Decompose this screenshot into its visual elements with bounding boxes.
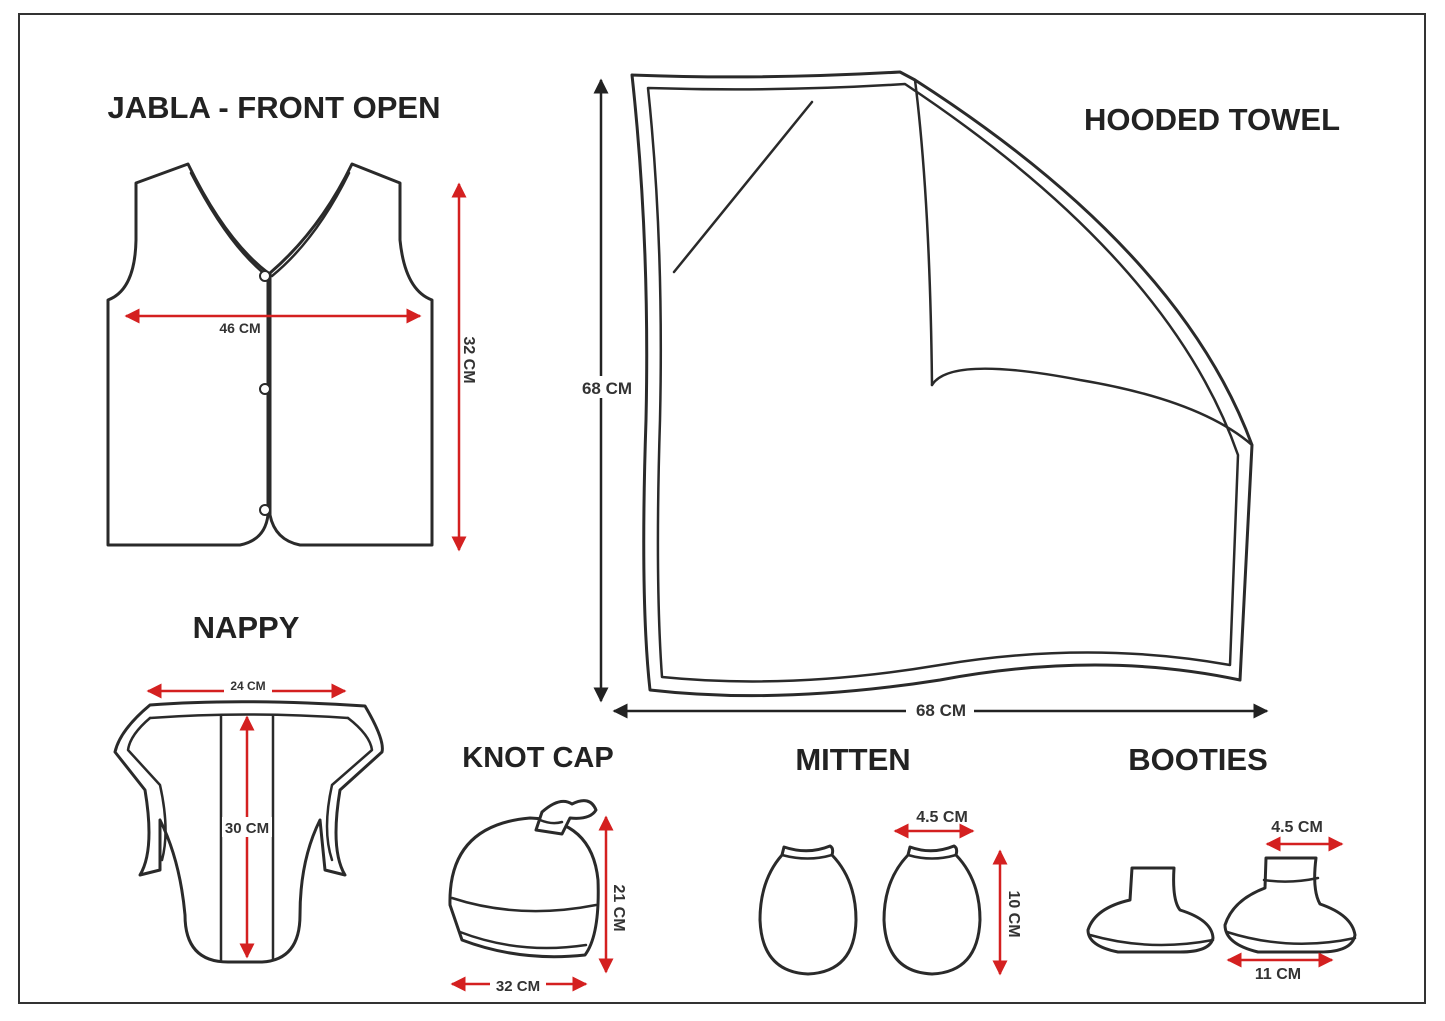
- jabla-section: JABLA - FRONT OPEN 46 CM 32 CM: [106, 90, 477, 552]
- towel-drawing: [630, 70, 1254, 698]
- towel-title: HOODED TOWEL: [1084, 102, 1340, 137]
- towel-width-label-bg: [906, 699, 974, 721]
- towel-height-label: 68 CM: [582, 379, 632, 398]
- button-dot: [259, 383, 271, 395]
- cap-section: KNOT CAP 21 CM 32 CM: [448, 742, 627, 995]
- mitten-section: MITTEN 4.5 CM 10 CM: [758, 742, 1022, 976]
- cap-height-label: 21 CM: [610, 884, 627, 931]
- button-dot: [259, 270, 271, 282]
- cap-width-label-bg: [490, 976, 546, 994]
- cap-drawing: [448, 799, 600, 959]
- towel-height-label-bg: [572, 376, 642, 398]
- jabla-height-label: 32 CM: [460, 336, 477, 383]
- booties-title: BOOTIES: [1128, 742, 1268, 777]
- jabla-width-label: 46 CM: [219, 320, 260, 336]
- cap-width-label: 32 CM: [496, 978, 540, 995]
- bootie-drawing-left: [1086, 866, 1215, 954]
- mitten-title: MITTEN: [795, 742, 910, 777]
- jabla-drawing: [106, 162, 434, 547]
- booties-section: BOOTIES 4.5 CM 11 CM: [1086, 742, 1357, 983]
- mitten-drawing-left: [758, 844, 858, 976]
- mitten-height-label: 10 CM: [1005, 890, 1022, 937]
- nappy-section: NAPPY 24 CM 30 CM: [113, 610, 384, 964]
- booties-width-label: 4.5 CM: [1271, 819, 1323, 836]
- nappy-title: NAPPY: [193, 610, 300, 645]
- towel-width-label: 68 CM: [916, 701, 966, 720]
- button-dot: [259, 504, 271, 516]
- booties-length-label: 11 CM: [1255, 966, 1301, 983]
- nappy-width-label: 24 CM: [230, 679, 265, 693]
- jabla-title: JABLA - FRONT OPEN: [108, 90, 441, 125]
- nappy-length-label-bg: [222, 817, 272, 837]
- nappy-length-label: 30 CM: [225, 820, 269, 837]
- towel-section: HOODED TOWEL 68 CM 68 CM: [572, 70, 1340, 721]
- nappy-width-label-bg: [224, 680, 272, 694]
- mitten-width-label: 4.5 CM: [916, 809, 968, 826]
- mitten-drawing-right: [882, 844, 982, 976]
- bootie-drawing-right: [1223, 856, 1357, 954]
- cap-title: KNOT CAP: [462, 742, 613, 774]
